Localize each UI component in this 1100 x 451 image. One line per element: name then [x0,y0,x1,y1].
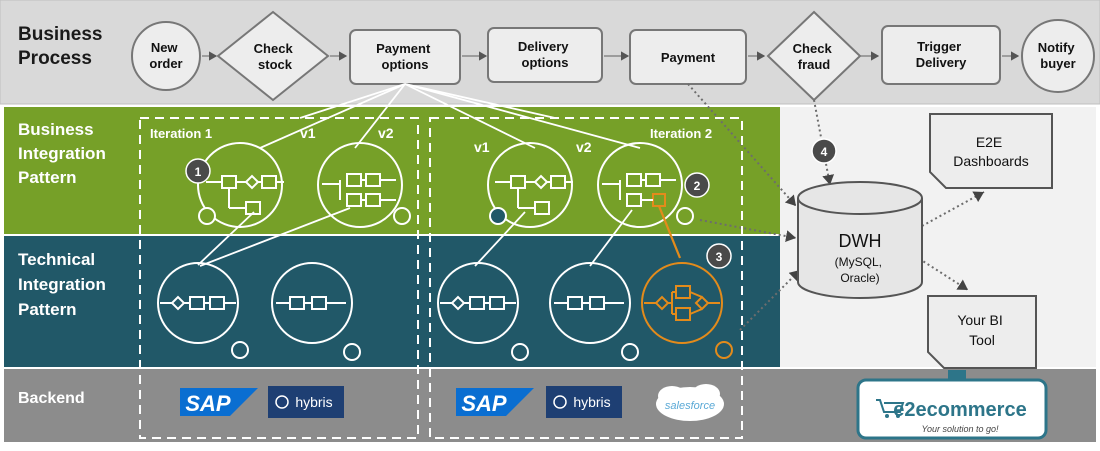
badge-3-number: 3 [716,250,723,264]
dwh-subtitle-line: (MySQL, [835,255,882,269]
process-step-label-line: Notify [1038,40,1076,55]
badge-3: 3 [706,243,732,269]
process-step-label-line: Check [254,41,294,56]
row-label-backend: Backend [18,390,85,407]
process-step-label-line: New [151,40,179,55]
row-label-technical-integration-line-2: Integration [18,275,106,294]
hybris-logo-text: hybris [573,394,610,410]
salesforce-logo-text: salesforce [665,400,715,412]
process-step-payment-options-label: Payment options [376,41,434,72]
row-label-business-integration-line-1: Business [18,120,94,139]
badge-4: 4 [811,138,837,164]
process-step-notify-buyer[interactable] [1021,19,1095,93]
bi-tool-line: Your BI [957,312,1002,328]
dwh-title: DWH [839,231,882,251]
process-step-check-stock[interactable] [216,10,330,102]
technical-pattern-2-iter1[interactable] [271,262,361,361]
business-to-technical-links [197,207,633,267]
row-label-business-integration-line-3: Pattern [18,168,77,187]
row-label-business-integration-line-2: Integration [18,144,106,163]
bi-tool-line: Tool [969,332,995,348]
sap-logo-iter2: SAP [456,388,534,416]
business-pattern-v2-iter1[interactable] [317,142,411,228]
e2e-dashboards-box[interactable] [929,113,1053,189]
row-label-business-integration: Business Integration Pattern [18,120,111,187]
hybris-logo-iter1: hybris [268,386,344,418]
iteration-2-frame [429,117,743,439]
iteration-2-v1-label: v1 [474,139,490,155]
sap-logo: SAP [180,388,258,416]
process-step-check-fraud-label: Check fraud [793,41,836,72]
e2e-dashboards-label: E2E Dashboards [953,134,1029,169]
process-step-new-order[interactable] [131,21,201,91]
hybris-logo-text: hybris [295,394,332,410]
dwh-subtitle-line: Oracle) [840,271,879,285]
e2e-dashboards-line: E2E [976,134,1002,150]
process-step-check-stock-label: Check stock [254,41,297,72]
badge-1: 1 [185,158,211,184]
iteration-1-label: Iteration 1 [150,126,212,141]
row-label-business-process-line-1: Business [18,24,102,45]
dwh-subtitle: (MySQL, Oracle) [835,255,886,285]
bi-tool-label: Your BI Tool [957,312,1006,348]
salesforce-logo: salesforce [656,384,724,421]
iteration-2-v2-label: v2 [576,139,592,155]
e2ecommerce-logo: e2ecommerce Your solution to go! [856,378,1048,440]
process-step-delivery-options-label: Delivery options [518,39,572,70]
iteration-2-label: Iteration 2 [650,126,712,141]
row-label-business-process-line-2: Process [18,48,92,69]
badge-4-number: 4 [821,145,828,159]
row-label-technical-integration-line-3: Pattern [18,300,77,319]
process-step-trigger-delivery-label: Trigger Delivery [916,39,967,70]
technical-pattern-2-iter2[interactable] [549,262,639,361]
process-step-label-line: Delivery [916,55,967,70]
bi-tool-box[interactable] [927,295,1037,369]
sap-logo-text: SAP [185,391,231,416]
badge-1-number: 1 [195,165,202,179]
technical-pattern-highlight-iter2[interactable] [641,262,733,359]
process-step-label-line: options [382,57,429,72]
business-to-technical-highlight-link [657,205,682,259]
iteration-1-v1-label: v1 [300,125,316,141]
business-pattern-v1-iter2[interactable] [487,142,573,228]
e2ecommerce-brand: e2ecommerce [893,399,1026,421]
row-label-business-process: Business Process [18,24,108,69]
badge-2-number: 2 [694,179,701,193]
process-step-label-line: Check [793,41,833,56]
row-label-technical-integration-line-1: Technical [18,250,95,269]
process-step-label-line: fraud [798,57,831,72]
sap-logo-text: SAP [461,391,507,416]
row-label-technical-integration: Technical Integration Pattern [18,250,111,319]
dwh-database[interactable] [797,181,923,299]
e2e-dashboards-line: Dashboards [953,153,1029,169]
process-step-new-order-label: New order [149,40,182,71]
hybris-logo-iter2: hybris [546,386,622,418]
payment-options-links [259,83,641,149]
process-step-payment-label: Payment [661,50,716,65]
process-step-label-line: stock [258,57,293,72]
process-step-notify-buyer-label: Notify buyer [1038,40,1078,71]
process-step-label-line: Payment [376,41,431,56]
process-step-trigger-delivery[interactable] [881,25,1001,85]
process-step-label-line: Trigger [917,39,961,54]
iteration-1-v2-label: v2 [378,125,394,141]
process-step-label-line: options [522,55,569,70]
technical-pattern-1-iter1[interactable] [157,262,249,359]
technical-pattern-1-iter2[interactable] [437,262,529,361]
technical-integration-band [4,236,780,367]
e2ecommerce-tagline: Your solution to go! [921,424,999,434]
process-step-delivery-options[interactable] [487,27,603,83]
process-step-label-line: buyer [1040,56,1075,71]
badge-2: 2 [684,172,710,198]
process-step-label-line: order [149,56,182,71]
process-step-label-line: Delivery [518,39,569,54]
iteration-1-frame [139,117,419,439]
